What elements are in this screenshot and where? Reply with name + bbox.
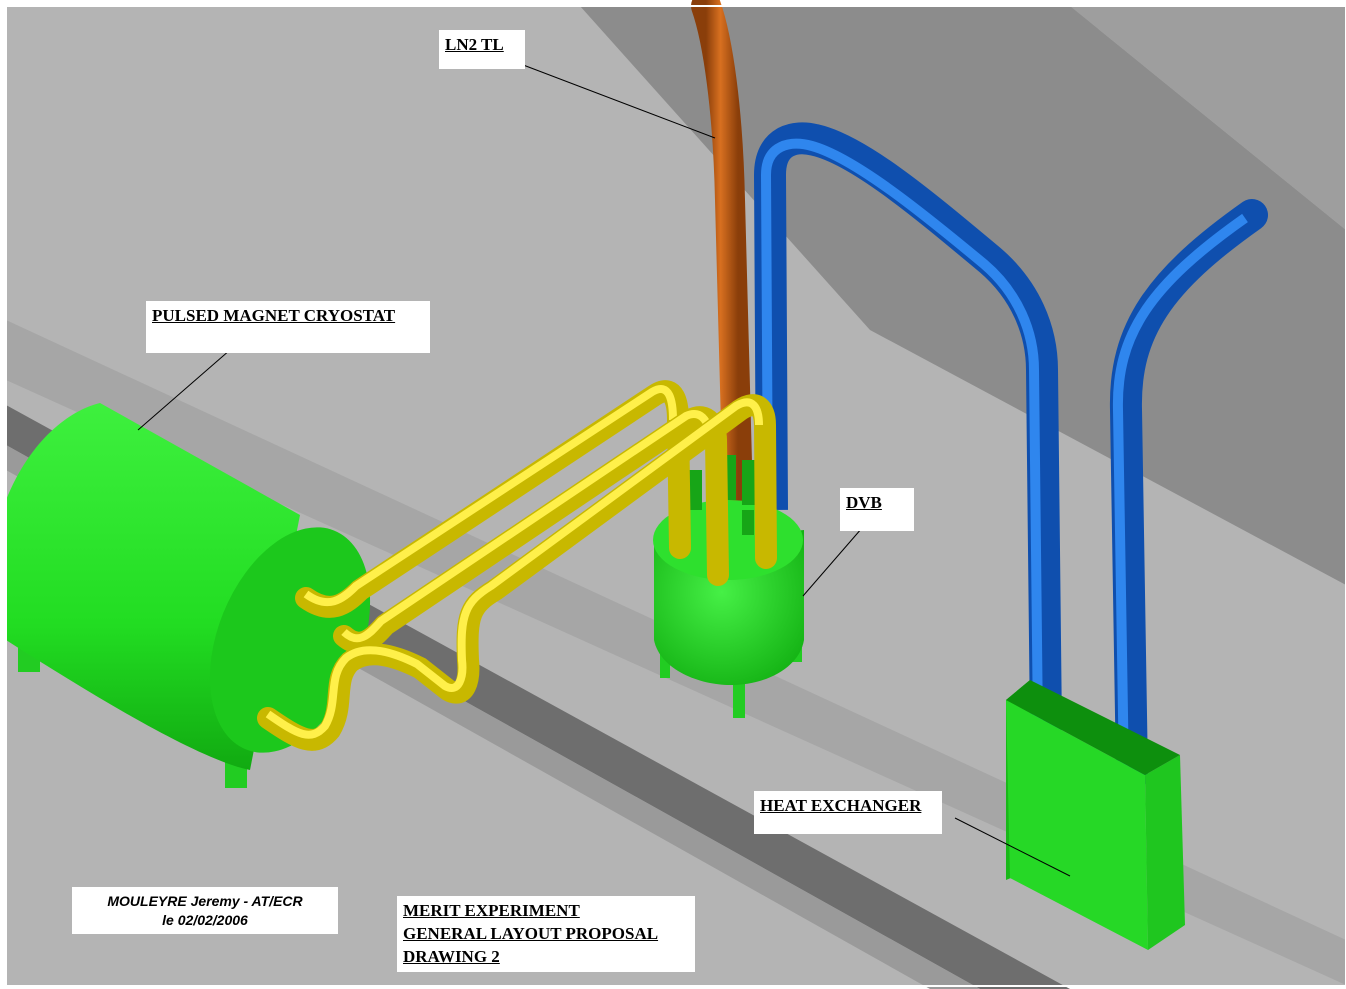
- blue-pipe-left-highlight: [760, 138, 1043, 731]
- dvb-connector: [742, 460, 756, 505]
- label-heat-exchanger: HEAT EXCHANGER: [754, 791, 942, 834]
- title-block: MERIT EXPERIMENT GENERAL LAYOUT PROPOSAL…: [397, 896, 695, 972]
- leader-pulsed-magnet-cryostat: [137, 342, 239, 431]
- dvb-connector: [688, 470, 702, 510]
- heat-exchanger-front: [1006, 700, 1148, 950]
- label-dvb: DVB: [840, 488, 914, 531]
- drawing-frame: [5, 5, 1346, 987]
- wall-upper-face: [1070, 6, 1346, 230]
- label-ln2-tl: LN2 TL: [439, 30, 525, 69]
- blue-pipe-right-highlight: [1112, 213, 1248, 776]
- ln2-transfer-line: [691, 0, 753, 515]
- dvb-connector: [742, 510, 754, 535]
- drawing-date: le 02/02/2006: [162, 912, 248, 928]
- yellow-line-3-highlight: [265, 398, 763, 739]
- author-name: MOULEYRE Jeremy - AT/ECR: [107, 893, 303, 909]
- leader-dvb: [802, 527, 863, 597]
- leader-ln2-tl: [517, 62, 716, 139]
- heat-exchanger-top: [1006, 680, 1180, 775]
- title-line-2: GENERAL LAYOUT PROPOSAL: [403, 924, 659, 943]
- heat-exchanger-right: [1145, 755, 1185, 950]
- yellow-line-1: [295, 380, 691, 618]
- author-credit: MOULEYRE Jeremy - AT/ECR le 02/02/2006: [72, 887, 338, 934]
- yellow-line-1-highlight: [303, 385, 677, 607]
- title-line-3: DRAWING 2: [403, 947, 500, 966]
- leader-heat-exchanger: [954, 817, 1071, 877]
- label-pulsed-magnet-cryostat: PULSED MAGNET CRYOSTAT: [146, 301, 430, 353]
- title-line-1: MERIT EXPERIMENT: [403, 901, 580, 920]
